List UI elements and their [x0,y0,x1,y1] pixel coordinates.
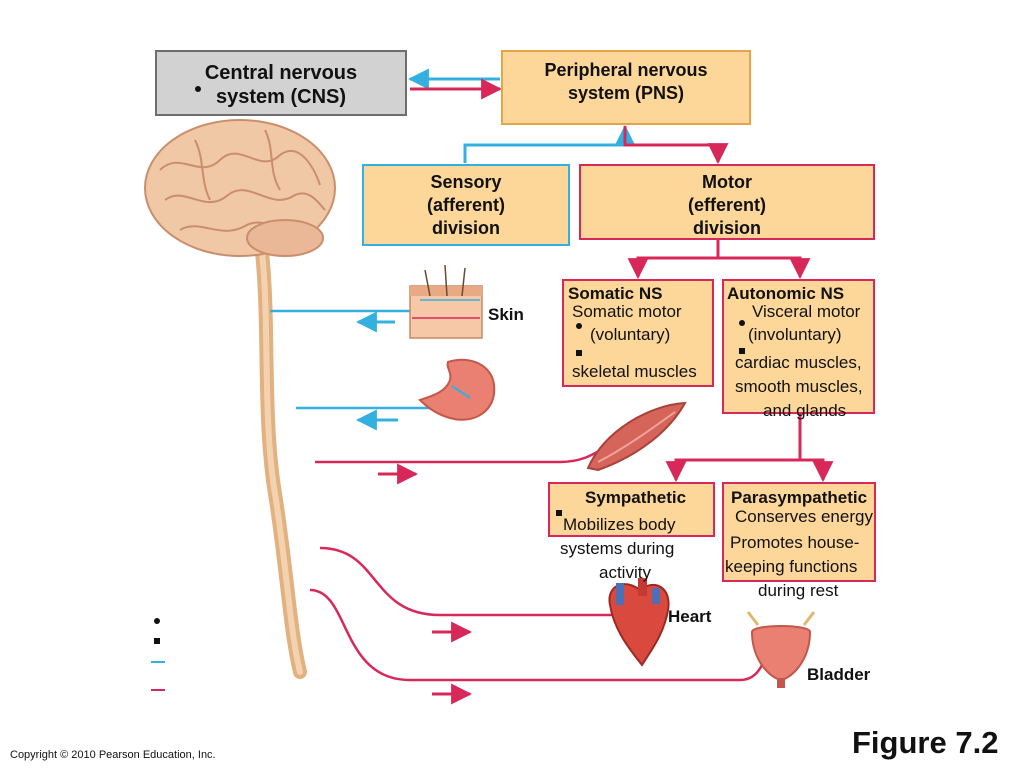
bullet-dot [576,323,582,329]
heart-icon [608,578,670,667]
cns-line1: Central nervous [204,62,358,84]
bullet-dot [195,86,201,92]
sensory-box: Sensory (afferent) division [362,164,570,246]
autonomic-line3: cardiac muscles, [735,353,862,372]
stomach-icon [418,358,496,421]
skin-label: Skin [488,305,524,324]
sympathetic-line3: activity [599,563,651,582]
autonomic-line1: Visceral motor [752,302,861,321]
pns-box: Peripheral nervous system (PNS) [501,50,751,125]
parasympathetic-line2: Promotes house- [730,533,860,552]
bullet-dot [739,320,745,326]
sympathetic-title: Sympathetic [585,488,687,507]
sensory-line3: division [431,218,500,238]
sympathetic-line2: systems during [560,539,675,558]
motor-line3: division [692,218,761,238]
motor-to-somatic-line [627,240,720,280]
autonomic-line2: (involuntary) [748,325,842,344]
bladder-label: Bladder [807,665,871,684]
autonomic-to-parasympathetic-line [800,458,834,483]
key-bullet-dot [154,618,160,624]
key-afferent-line [151,661,165,663]
key-efferent-line [151,689,165,691]
muscle-efferent-line [315,434,627,464]
bullet-square [556,510,562,516]
cns-box: Central nervous system (CNS) [155,50,407,116]
bladder-efferent-line [309,588,772,682]
bullet-square [576,350,582,356]
sympathetic-line1: Mobilizes body [563,515,676,534]
autonomic-line5: and glands [763,401,847,420]
sympathetic-box [548,482,715,537]
sensory-line2: (afferent) [426,195,505,215]
somatic-line3: skeletal muscles [572,362,697,381]
parasympathetic-line4: during rest [758,581,839,600]
motor-to-autonomic-line [718,256,811,280]
autonomic-title: Autonomic NS [727,284,845,303]
autonomic-to-sympathetic-line [665,414,802,483]
parasympathetic-line3: keeping functions [725,557,858,576]
muscle-icon [586,401,687,472]
brain-icon [144,119,336,257]
parasympathetic-line1: Conserves energy [735,507,873,526]
sensory-line1: Sensory [430,172,502,192]
somatic-line1: Somatic motor [572,302,682,321]
heart-label: Heart [668,607,712,626]
bladder-icon [746,611,816,688]
somatic-title: Somatic NS [568,284,663,303]
figure-label: Figure 7.2 [852,725,999,760]
parasympathetic-box [722,482,876,582]
autonomic-box [722,279,875,414]
sensory-to-pns-line [463,124,636,163]
motor-line2: (efferent) [687,195,766,215]
pns-line1: Peripheral nervous [544,60,708,80]
pns-line2: system (PNS) [567,83,685,103]
heart-efferent-line [319,546,625,617]
copyright-text: Copyright © 2010 Pearson Education, Inc. [10,749,216,761]
autonomic-line4: smooth muscles, [735,377,863,396]
motor-box: Motor (efferent) division [579,164,875,240]
somatic-line2: (voluntary) [590,325,671,344]
somatic-box [562,279,714,387]
bullet-square [739,348,745,354]
motor-line1: Motor [702,172,752,192]
pns-to-motor-line [623,126,729,165]
skin-icon [409,264,483,339]
parasympathetic-title: Parasympathetic [731,488,868,507]
cns-line2: system (CNS) [215,86,347,108]
key-bullet-square [154,638,160,644]
